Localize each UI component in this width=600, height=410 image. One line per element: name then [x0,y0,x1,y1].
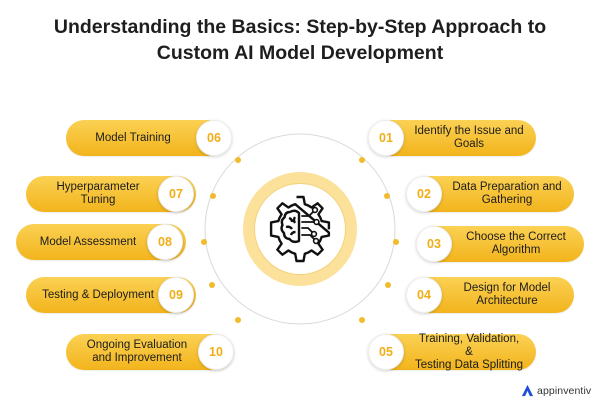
step-05-label: Training, Validation, &Testing Data Spli… [414,332,524,371]
connector-dot [201,239,207,245]
step-03-badge: 03 [416,226,452,262]
step-02-badge: 02 [406,176,442,212]
connector-dot [209,282,215,288]
step-09-badge: 09 [158,277,194,313]
connector-dot [385,282,391,288]
ai-brain-gear-icon [269,195,331,263]
connector-dot [359,157,365,163]
connector-ring [204,133,396,325]
step-06-badge: 06 [196,120,232,156]
diagram-title: Understanding the Basics: Step-by-Step A… [0,14,600,66]
title-line-1: Understanding the Basics: Step-by-Step A… [53,16,547,38]
brand-logo: appinventiv [521,384,591,397]
connector-dot [393,239,399,245]
connector-dot [210,193,216,199]
connector-dot [235,317,241,323]
step-08-label: Model Assessment [39,235,137,248]
connector-dot [359,317,365,323]
brand-name: appinventiv [537,384,592,397]
step-09-label: Testing & Deployment [42,288,154,301]
connector-dots [201,157,399,323]
step-08-badge: 08 [147,224,183,260]
step-04-badge: 04 [406,277,442,313]
step-01-badge: 01 [368,120,404,156]
step-10-badge: 10 [198,334,234,370]
step-07-badge: 07 [158,176,194,212]
step-05-badge: 05 [368,334,404,370]
appinventiv-logo-icon [521,384,534,397]
connector-dot [235,157,241,163]
step-06-label: Model Training [95,131,171,144]
connector-dot [384,193,390,199]
title-line-2: Custom AI Model Development [156,42,444,64]
